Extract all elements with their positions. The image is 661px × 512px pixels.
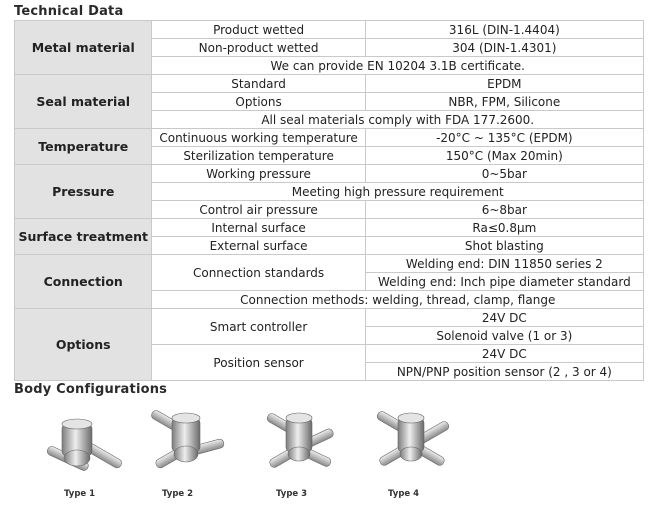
valve-type-2: Type 2 xyxy=(150,406,260,506)
valve-type-2-illustration xyxy=(151,410,225,469)
row-label: External surface xyxy=(151,236,366,255)
body-configurations: Type 1 Type 2 Type 3 xyxy=(0,400,661,512)
body-configurations-title: Body Configurations xyxy=(14,382,168,397)
row-label: Non-product wetted xyxy=(151,38,366,57)
table-row: Seal material Standard EPDM xyxy=(13,74,645,129)
table-row: Pressure Working pressure 0~5bar xyxy=(13,164,645,219)
row-value: 24V DC xyxy=(364,344,645,363)
row-label: Connection standards xyxy=(151,254,366,291)
row-value: EPDM xyxy=(364,74,645,93)
seal-category: Seal material xyxy=(13,74,153,129)
pressure-note: Meeting high pressure requirement xyxy=(151,182,644,201)
type-label: Type 4 xyxy=(388,489,420,499)
row-value: 304 (DIN-1.4301) xyxy=(364,38,645,57)
seal-note: All seal materials comply with FDA 177.2… xyxy=(151,110,644,129)
row-label: Smart controller xyxy=(151,308,366,345)
pressure-category: Pressure xyxy=(13,164,153,219)
row-value: 0~5bar xyxy=(364,164,645,183)
table-row: Options Smart controller 24V DC xyxy=(13,308,645,381)
table-row: Meeting high pressure requirement xyxy=(15,182,644,201)
row-value: -20°C ~ 135°C (EPDM) xyxy=(364,128,645,147)
row-value: Ra≤0.8μm xyxy=(364,218,645,237)
metal-note: We can provide EN 10204 3.1B certificate… xyxy=(151,56,644,75)
table-row: Options NBR, FPM, Silicone xyxy=(15,92,645,111)
table-row: Position sensor 24V DC xyxy=(15,344,645,381)
technical-data-table: Metal material Product wetted 316L (DIN-… xyxy=(13,20,645,381)
table-row: Metal material Product wetted 316L (DIN-… xyxy=(13,20,645,75)
row-value: Shot blasting xyxy=(364,236,645,255)
row-label: Working pressure xyxy=(151,164,366,183)
row-label: Standard xyxy=(151,74,366,93)
row-value: Solenoid valve (1 or 3) xyxy=(364,326,645,345)
row-value: NBR, FPM, Silicone xyxy=(364,92,645,111)
table-row: Surface treatment Internal surface Ra≤0.… xyxy=(13,218,645,255)
table-row: External surface Shot blasting xyxy=(15,236,645,255)
row-value: 150°C (Max 20min) xyxy=(364,146,645,165)
connection-category: Connection xyxy=(13,254,153,309)
row-value: Welding end: Inch pipe diameter standard xyxy=(364,272,645,291)
temperature-category: Temperature xyxy=(13,128,153,165)
row-value: 316L (DIN-1.4404) xyxy=(364,20,645,39)
row-label: Sterilization temperature xyxy=(151,146,366,165)
row-label: Internal surface xyxy=(151,218,366,237)
type-label: Type 1 xyxy=(64,489,96,499)
metal-category: Metal material xyxy=(13,20,153,75)
row-label: Product wetted xyxy=(151,20,366,39)
options-category: Options xyxy=(13,308,153,381)
row-label: Continuous working temperature xyxy=(151,128,366,147)
row-label: Options xyxy=(151,92,366,111)
table-row: Solenoid valve (1 or 3) xyxy=(15,326,645,345)
table-row: Welding end: Inch pipe diameter standard xyxy=(15,272,645,291)
surface-category: Surface treatment xyxy=(13,218,153,255)
table-row: Temperature Continuous working temperatu… xyxy=(13,128,645,165)
valve-type-3-illustration xyxy=(266,412,334,468)
row-label: Position sensor xyxy=(151,344,366,381)
valve-type-4-illustration xyxy=(376,411,450,466)
row-label: Control air pressure xyxy=(151,200,366,219)
valve-type-3: Type 3 xyxy=(262,406,372,506)
valve-type-1: Type 1 xyxy=(40,406,150,506)
row-value: 24V DC xyxy=(364,308,645,327)
row-value: Welding end: DIN 11850 series 2 xyxy=(364,254,645,273)
connection-methods: Connection methods: welding, thread, cla… xyxy=(151,290,644,309)
table-row: Connection Connection standards Welding … xyxy=(13,254,645,309)
table-row: NPN/PNP position sensor (2 , 3 or 4) xyxy=(15,362,645,381)
technical-data-title: Technical Data xyxy=(14,4,124,19)
row-value: NPN/PNP position sensor (2 , 3 or 4) xyxy=(364,362,645,381)
row-value: 6~8bar xyxy=(364,200,645,219)
type-label: Type 2 xyxy=(162,489,194,499)
valve-type-4: Type 4 xyxy=(374,406,484,506)
valve-type-1-illustration xyxy=(46,418,122,471)
type-label: Type 3 xyxy=(276,489,308,499)
